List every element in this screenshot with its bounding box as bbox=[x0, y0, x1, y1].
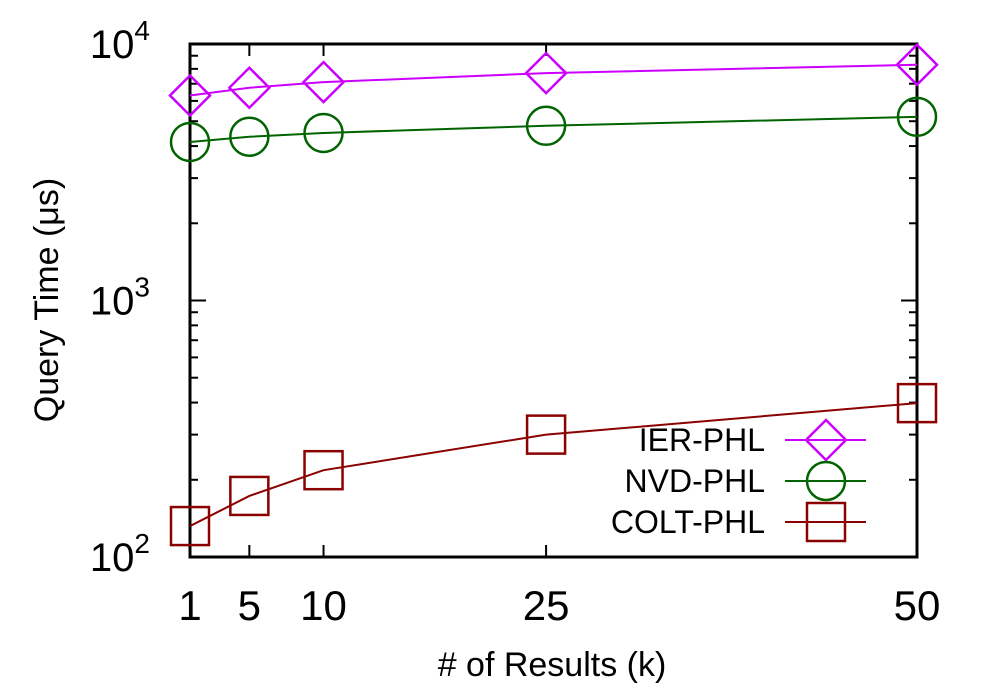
data-point-colt-phl bbox=[229, 475, 270, 517]
data-point-ier-phl bbox=[227, 66, 272, 110]
data-point-nvd-phl bbox=[896, 96, 938, 138]
x-tick-label: 50 bbox=[894, 582, 941, 629]
x-tick-label: 10 bbox=[300, 582, 347, 629]
y-tick-label: 104 bbox=[90, 15, 150, 67]
data-point-nvd-phl bbox=[169, 121, 211, 163]
data-point-ier-phl bbox=[524, 51, 568, 95]
legend-marker bbox=[804, 418, 848, 462]
y-axis-label: Query Time (μs) bbox=[28, 178, 66, 422]
data-point-ier-phl bbox=[301, 60, 346, 104]
data-point-ier-phl bbox=[168, 73, 212, 118]
x-tick-label: 5 bbox=[238, 582, 261, 629]
y-axis-ticks: 102 103 104 bbox=[90, 15, 917, 580]
legend-marker bbox=[805, 460, 847, 502]
data-point-nvd-phl bbox=[525, 105, 567, 147]
x-tick-label: 25 bbox=[523, 582, 570, 629]
legend-label: IER-PHL bbox=[639, 422, 765, 458]
legend-label: NVD-PHL bbox=[625, 463, 765, 499]
x-axis-label: # of Results (k) bbox=[438, 646, 667, 684]
data-point-colt-phl bbox=[896, 382, 938, 424]
series-line-ier-phl bbox=[189, 63, 918, 97]
legend: IER-PHL NVD-PHL COLT-PHL bbox=[611, 418, 866, 543]
data-point-colt-phl bbox=[169, 505, 211, 547]
legend-marker bbox=[805, 501, 847, 543]
data-point-nvd-phl bbox=[303, 112, 344, 154]
x-tick-label: 1 bbox=[178, 582, 201, 629]
data-point-colt-phl bbox=[525, 414, 567, 455]
data-point-colt-phl bbox=[303, 449, 344, 491]
y-tick-label: 103 bbox=[90, 272, 150, 324]
series-line-nvd-phl bbox=[189, 115, 918, 143]
legend-label: COLT-PHL bbox=[611, 504, 765, 540]
data-point-ier-phl bbox=[895, 42, 939, 87]
y-tick-label: 102 bbox=[90, 528, 150, 580]
series-layer bbox=[168, 42, 939, 547]
data-point-nvd-phl bbox=[229, 116, 270, 157]
